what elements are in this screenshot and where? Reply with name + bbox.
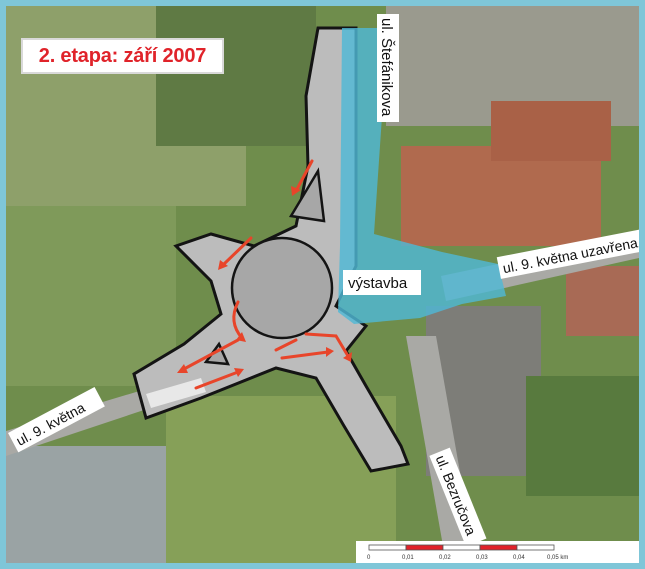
trees-se <box>526 376 639 496</box>
arrow-head-3 <box>236 332 246 342</box>
scale-ticks: 0 0,01 0,02 0,03 0,04 0,05 km <box>367 555 568 561</box>
scale-segment-5 <box>516 544 555 551</box>
arrow-head-5 <box>234 368 244 377</box>
arrow-south-in <box>280 350 330 360</box>
tree-cluster-north <box>156 6 316 146</box>
scale-segment-4 <box>479 544 518 551</box>
label-construction-text: výstavba <box>348 275 408 292</box>
scale-tick-4: 0,04 <box>513 555 525 561</box>
label-stefanikova-bg <box>377 14 399 122</box>
map-canvas: ul. Štefánikova ul. 9. května uzavřena v… <box>6 6 639 563</box>
label-construction-bg <box>343 270 421 295</box>
roundabout-island <box>230 236 334 340</box>
lawn-west <box>6 206 176 386</box>
arrow-north-in <box>294 159 314 193</box>
scale-tick-5: 0,05 km <box>547 555 568 561</box>
building-roof-far-east <box>566 266 639 336</box>
arrow-head-7 <box>343 352 352 362</box>
label-bezrucova-bg <box>429 447 487 547</box>
crosswalk <box>146 378 206 408</box>
building-roof-ne <box>491 101 611 161</box>
arrow-southwest-in <box>194 370 240 390</box>
scale-tick-0: 0 <box>367 555 371 561</box>
arrow-head-1 <box>291 186 301 196</box>
label-stefanikova: ul. Štefánikova <box>377 14 399 122</box>
arrow-head-4 <box>177 364 188 373</box>
arrow-roundabout-south <box>274 338 298 352</box>
label-construction: výstavba <box>343 270 421 295</box>
arrow-east-turn <box>304 332 350 358</box>
building-roof-east <box>401 146 601 246</box>
scale-tick-3: 0,03 <box>476 555 488 561</box>
building-sw <box>6 446 186 563</box>
arrow-southwest-out <box>182 338 240 371</box>
arrow-head-2 <box>218 260 228 270</box>
aerial-map: ul. Štefánikova ul. 9. května uzavřena v… <box>6 6 639 563</box>
arrow-heads <box>177 186 352 377</box>
stage-title-badge: 2. etapa: září 2007 <box>21 38 224 74</box>
scale-segment-1 <box>368 544 407 551</box>
scale-tick-2: 0,02 <box>439 555 451 561</box>
scale-segment-3 <box>442 544 481 551</box>
arrow-roundabout-nw <box>222 236 253 266</box>
label-stefanikova-text: ul. Štefánikova <box>378 18 395 117</box>
scale-bar: 0 0,01 0,02 0,03 0,04 0,05 km <box>356 541 639 563</box>
label-9-kvetna-closed-bg <box>496 228 639 279</box>
scale-segment-2 <box>405 544 444 551</box>
arrow-head-6 <box>326 347 334 357</box>
scale-tick-1: 0,01 <box>402 555 414 561</box>
traffic-island-north <box>288 167 326 223</box>
scale-bar-bg <box>356 541 639 563</box>
label-9-kvetna-bg <box>8 386 105 453</box>
